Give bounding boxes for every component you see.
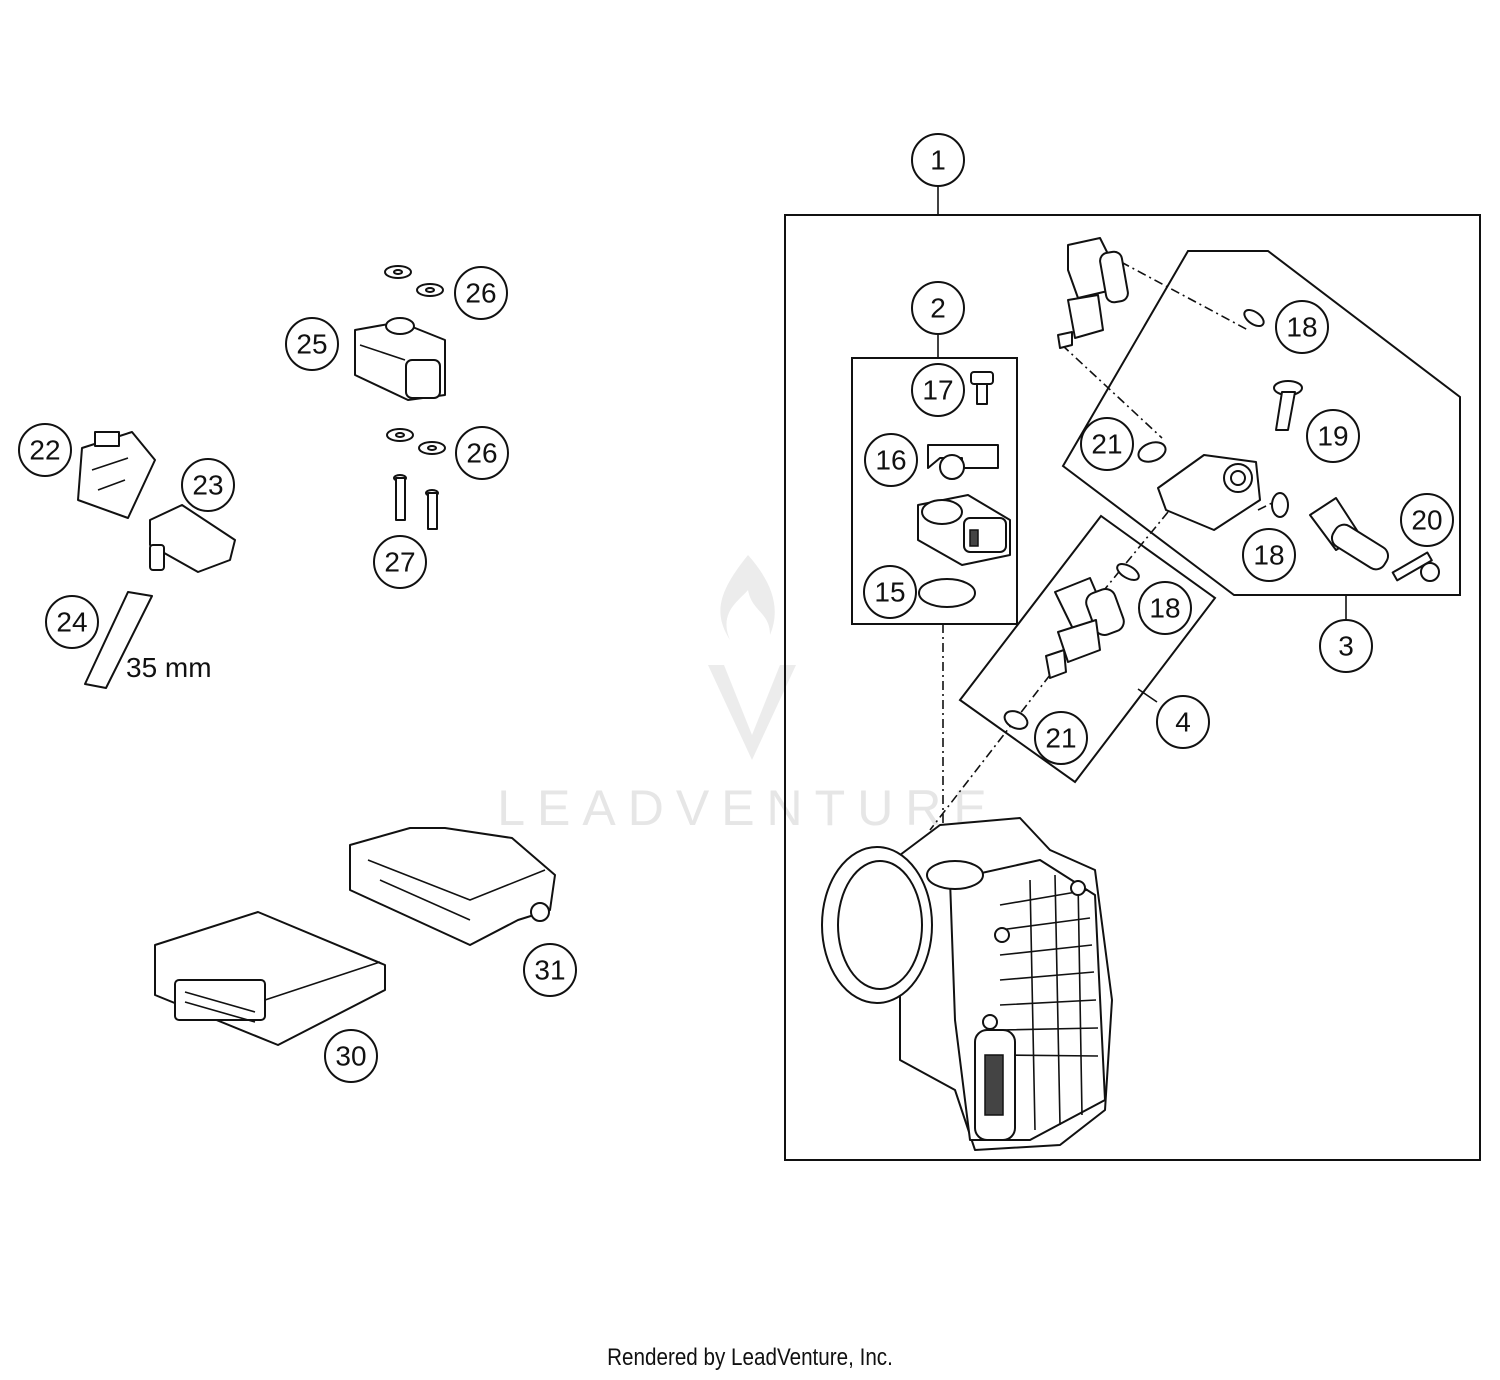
callout-26a: 26 xyxy=(454,266,508,320)
ecu-bracket-31-part xyxy=(349,827,556,946)
throttle-body-part xyxy=(821,817,1113,1151)
callout-26b: 26 xyxy=(455,426,509,480)
washers-26a-part xyxy=(384,265,444,297)
axis-line-injector-3 xyxy=(1257,499,1279,511)
svg-text:15: 15 xyxy=(874,577,905,608)
callout-30: 30 xyxy=(324,1029,378,1083)
o-ring-15-part xyxy=(918,578,976,608)
bracket-16-part xyxy=(927,444,999,480)
svg-text:26: 26 xyxy=(465,278,496,309)
svg-text:18: 18 xyxy=(1286,312,1317,343)
fuel-injector-upper-part xyxy=(1057,237,1129,349)
assembly-frame-1 xyxy=(784,214,1481,1161)
callout-18c: 18 xyxy=(1138,581,1192,635)
svg-text:26: 26 xyxy=(466,438,497,469)
callout-23: 23 xyxy=(181,458,235,512)
svg-text:16: 16 xyxy=(875,445,906,476)
callout-1: 1 xyxy=(911,133,965,187)
callout-21a: 21 xyxy=(1080,417,1134,471)
washers-26b-part xyxy=(386,428,446,455)
o-ring-18a-part xyxy=(1243,309,1265,327)
callout-31: 31 xyxy=(523,943,577,997)
axis-line-injector-4 xyxy=(1099,511,1169,596)
svg-text:2: 2 xyxy=(930,293,946,324)
callout-19: 19 xyxy=(1306,409,1360,463)
callout-20: 20 xyxy=(1400,493,1454,547)
callout-24: 24 xyxy=(45,595,99,649)
leader-4 xyxy=(1137,688,1158,703)
callout-16: 16 xyxy=(864,433,918,487)
axis-line-injector-lower xyxy=(1061,344,1163,439)
flame-v-logo-icon xyxy=(708,555,796,760)
svg-text:21: 21 xyxy=(1045,723,1076,754)
throttle-body-assembly xyxy=(784,186,1481,1161)
svg-text:18: 18 xyxy=(1149,593,1180,624)
hose-24-part xyxy=(84,591,153,689)
credit-line: Rendered by LeadVenture, Inc. xyxy=(607,1344,893,1371)
svg-text:18: 18 xyxy=(1253,540,1284,571)
watermark: LEADVENTURE xyxy=(497,555,999,836)
callout-25: 25 xyxy=(285,317,339,371)
svg-text:22: 22 xyxy=(29,435,60,466)
callout-21b: 21 xyxy=(1034,711,1088,765)
callout-27: 27 xyxy=(373,535,427,589)
callout-2: 2 xyxy=(911,281,965,335)
sensor-kit-frame-2 xyxy=(851,357,1018,625)
svg-text:4: 4 xyxy=(1175,707,1191,738)
axis-line-injector-top xyxy=(1120,261,1249,331)
fuel-injector-3-part xyxy=(1309,497,1390,571)
svg-text:30: 30 xyxy=(335,1041,366,1072)
pin-19-part xyxy=(1273,380,1303,431)
svg-text:21: 21 xyxy=(1091,429,1122,460)
hose-length-label: 35 mm xyxy=(126,652,212,683)
o-ring-18b-part xyxy=(1271,492,1289,518)
ecu-30-part xyxy=(154,911,386,1046)
callout-18b: 18 xyxy=(1242,528,1296,582)
bolt-20-part xyxy=(1391,551,1440,582)
map-sensor-23-part xyxy=(149,504,236,573)
axis-line-injector-4-lower xyxy=(929,674,1051,831)
callout-18a: 18 xyxy=(1275,300,1329,354)
fuel-injector-4-part xyxy=(1045,577,1125,679)
svg-text:19: 19 xyxy=(1317,421,1348,452)
svg-text:3: 3 xyxy=(1338,631,1354,662)
injector-holder-part xyxy=(1157,454,1261,531)
svg-text:24: 24 xyxy=(56,607,87,638)
seal-21b-part xyxy=(1003,710,1029,730)
svg-text:25: 25 xyxy=(296,329,327,360)
svg-text:1: 1 xyxy=(930,145,946,176)
injector-kit-frame-3 xyxy=(1061,250,1461,596)
callout-15: 15 xyxy=(863,565,917,619)
callout-22: 22 xyxy=(18,423,72,477)
connector-25-part xyxy=(354,317,446,401)
watermark-text: LEADVENTURE xyxy=(497,780,999,836)
callout-17: 17 xyxy=(911,363,965,417)
injector-kit-frame-4 xyxy=(958,514,1217,784)
screw-17-part xyxy=(970,371,994,405)
callout-4: 4 xyxy=(1156,695,1210,749)
throttle-sensor-part xyxy=(917,494,1011,566)
bolts-27-part xyxy=(393,474,439,530)
svg-text:27: 27 xyxy=(384,547,415,578)
callout-3: 3 xyxy=(1319,619,1373,673)
connector-22-part xyxy=(77,431,156,519)
svg-text:31: 31 xyxy=(534,955,565,986)
svg-text:23: 23 xyxy=(192,470,223,501)
svg-text:20: 20 xyxy=(1411,505,1442,536)
o-ring-18c-part xyxy=(1116,563,1140,581)
svg-text:17: 17 xyxy=(922,375,953,406)
seal-21a-part xyxy=(1137,441,1167,463)
